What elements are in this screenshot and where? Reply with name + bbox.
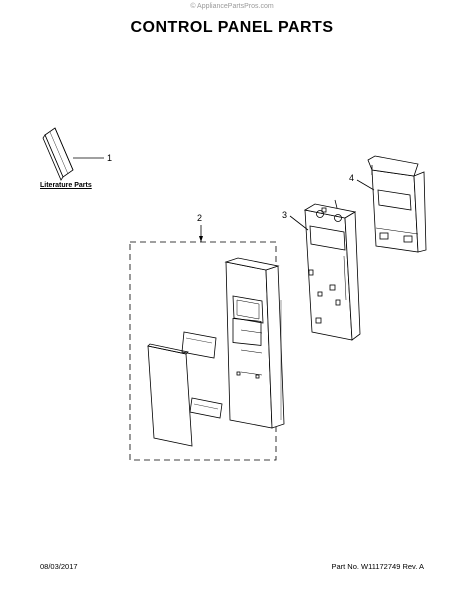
watermark: © AppliancePartsPros.com xyxy=(190,3,274,10)
control-board[interactable] xyxy=(367,155,427,253)
footer-date: 08/03/2017 xyxy=(40,562,78,571)
callout-4: 4 xyxy=(349,173,355,183)
control-panel-housing[interactable] xyxy=(224,257,285,429)
callout-2: 2 xyxy=(197,213,203,223)
display-overlay[interactable] xyxy=(181,331,217,359)
leader-line-4 xyxy=(356,179,375,191)
literature-parts-label: Literature Parts xyxy=(40,182,92,189)
control-board-bracket[interactable] xyxy=(303,199,361,341)
leader-line-3 xyxy=(289,215,309,231)
callout-1: 1 xyxy=(107,153,113,163)
literature-booklet[interactable] xyxy=(42,127,74,181)
ribbon-connector[interactable] xyxy=(189,397,223,419)
footer-part-number: Part No. W11172749 Rev. A xyxy=(331,562,424,571)
page-title: CONTROL PANEL PARTS xyxy=(130,19,334,36)
callout-3: 3 xyxy=(282,210,288,220)
keypad-membrane[interactable] xyxy=(147,343,193,447)
